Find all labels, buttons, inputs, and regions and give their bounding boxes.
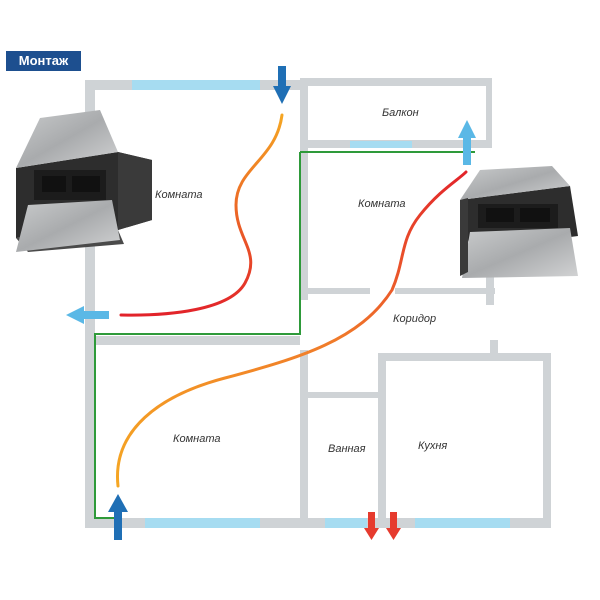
wall [378,353,386,528]
arrow-down-icon [364,512,379,540]
arrow-left-icon [66,306,109,324]
window [415,518,510,528]
wall [300,78,492,86]
wall [543,353,551,528]
room-label-kitchen: Кухня [418,440,447,452]
ventilation-unit-icon [460,166,578,278]
airflow-curve-diagonal [116,170,468,488]
room-label-bottom-left: Комната [173,433,220,445]
ventilation-unit-icon [16,110,152,252]
window [132,80,260,90]
wall [85,80,95,528]
room-label-top-right: Комната [358,198,405,210]
airflow-curve-top-left [119,113,284,317]
wall [300,350,308,528]
walls [85,78,551,528]
wall [85,518,551,528]
page-title-badge: Монтаж [6,51,81,71]
arrow-down-icon [273,66,291,104]
arrow-down-icon [386,512,401,540]
wall [300,288,370,294]
wall [300,78,308,300]
window [145,518,260,528]
window [350,141,412,148]
room-label-bathroom: Ванная [328,443,366,455]
window [325,518,367,528]
wall [85,336,300,345]
wall [490,340,498,360]
wall [486,78,492,144]
wall [308,392,378,398]
room-label-corridor: Коридор [393,313,436,325]
arrow-up-icon [108,494,128,540]
room-label-top-left: Комната [155,189,202,201]
room-label-balcony: Балкон [382,107,419,119]
arrow-up-icon [458,120,476,165]
wall [386,353,551,361]
duct-line [94,151,475,519]
wall [395,288,495,294]
windows [132,80,510,528]
